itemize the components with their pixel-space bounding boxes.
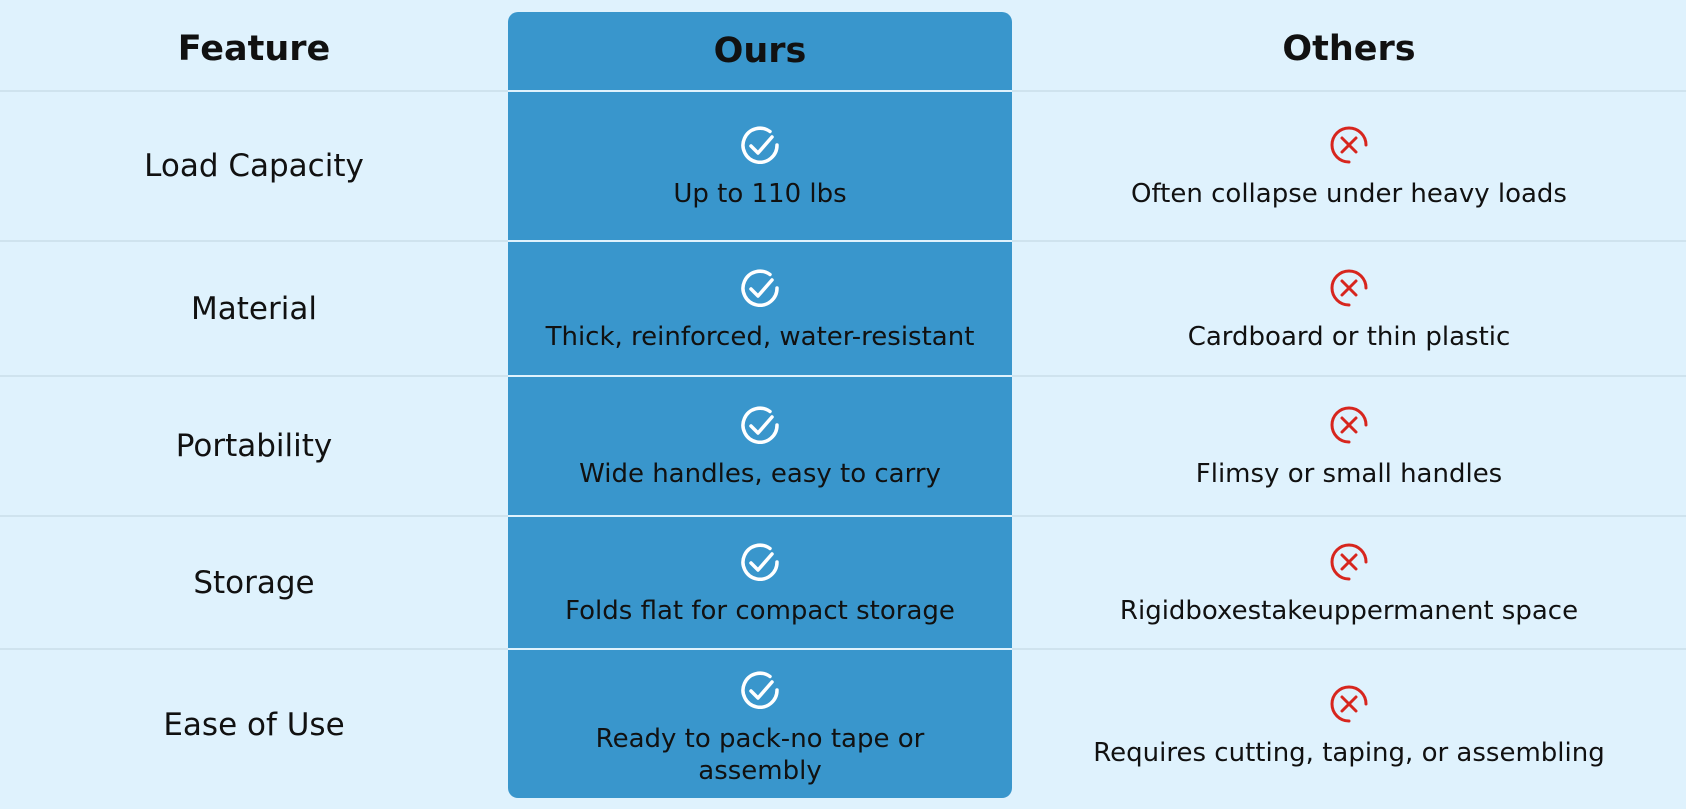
- table-row: Material Thick, reinforced, water-resist…: [0, 240, 1686, 375]
- table-row: Portability Wide handles, easy to carry …: [0, 375, 1686, 515]
- x-circle-icon: [1330, 126, 1368, 164]
- others-text: Rigidboxestakeuppermanent space: [1119, 595, 1579, 626]
- others-text: Flimsy or small handles: [1195, 459, 1503, 489]
- header-row: Feature Ours Others: [0, 0, 1686, 90]
- table-row: Load Capacity Up to 110 lbs Often collap…: [0, 90, 1686, 240]
- ours-cell: Thick, reinforced, water-resistant: [508, 240, 1012, 375]
- ours-cell: Folds flat for compact storage: [508, 515, 1012, 648]
- others-cell: Rigidboxestakeuppermanent space: [1012, 517, 1686, 648]
- ours-cell: Ready to pack-no tape or assembly: [508, 648, 1012, 798]
- others-cell: Cardboard or thin plastic: [1012, 242, 1686, 375]
- x-circle-icon: [1330, 406, 1368, 444]
- ours-cell: Up to 110 lbs: [508, 90, 1012, 240]
- ours-text: Folds flat for compact storage: [565, 595, 955, 626]
- ours-header: Ours: [713, 31, 807, 71]
- x-circle-icon: [1330, 685, 1368, 723]
- ours-text: Thick, reinforced, water-resistant: [545, 321, 975, 352]
- feature-label: Material: [191, 290, 317, 327]
- feature-label: Storage: [193, 564, 315, 601]
- check-circle-icon: [741, 269, 779, 307]
- x-circle-icon: [1330, 543, 1368, 580]
- feature-header: Feature: [177, 29, 331, 69]
- others-cell: Flimsy or small handles: [1012, 377, 1686, 515]
- ours-cell: Wide handles, easy to carry: [508, 375, 1012, 515]
- others-text: Cardboard or thin plastic: [1187, 321, 1511, 352]
- feature-label: Load Capacity: [144, 148, 364, 184]
- table-row: Storage Folds flat for compact storage R…: [0, 515, 1686, 648]
- x-circle-icon: [1330, 269, 1368, 306]
- table-row: Ease of Use Ready to pack-no tape or ass…: [0, 648, 1686, 800]
- others-cell: Often collapse under heavy loads: [1012, 92, 1686, 240]
- others-cell: Requires cutting, taping, or assembling: [1012, 650, 1686, 800]
- others-text: Often collapse under heavy loads: [1131, 179, 1567, 209]
- check-circle-icon: [741, 126, 779, 164]
- check-circle-icon: [741, 671, 779, 709]
- feature-label: Portability: [175, 428, 333, 464]
- ours-column-highlight: [508, 12, 1012, 798]
- feature-label: Ease of Use: [163, 707, 345, 743]
- ours-text: Wide handles, easy to carry: [579, 459, 941, 489]
- check-circle-icon: [741, 543, 779, 581]
- check-circle-icon: [741, 406, 779, 444]
- others-header: Others: [1282, 29, 1416, 69]
- ours-text: Up to 110 lbs: [673, 179, 847, 209]
- ours-text: Ready to pack-no tape or assembly: [595, 724, 925, 786]
- others-text: Requires cutting, taping, or assembling: [1093, 738, 1605, 768]
